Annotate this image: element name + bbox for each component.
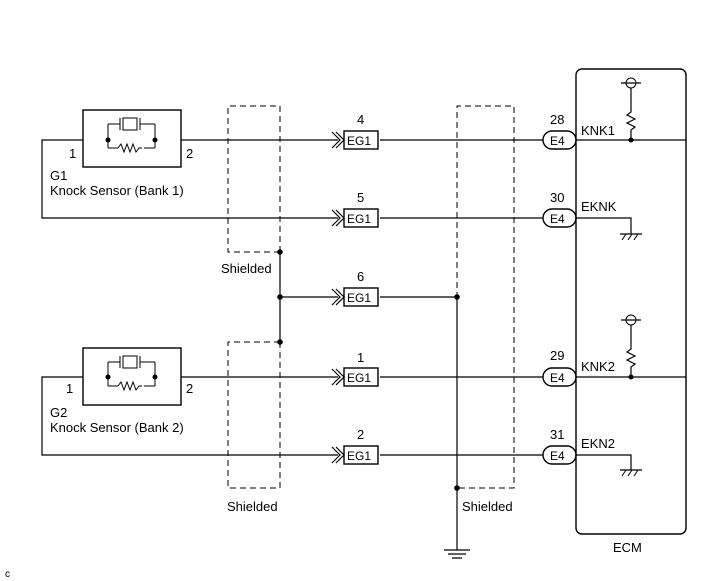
sensor-2-id: G2	[50, 405, 67, 420]
splice-dots	[277, 249, 460, 491]
ecm-terminal-knk2: KNK2	[581, 359, 615, 374]
e4-pin-number: 30	[550, 190, 564, 205]
eg1-label: EG1	[347, 371, 371, 385]
wire-eknk-a	[41, 139, 338, 219]
pullup-resistor-icon	[621, 77, 641, 143]
eg1-pin-number: 5	[357, 190, 364, 205]
ecm-terminal-ekn2: EKN2	[581, 436, 615, 451]
e4-pin-number: 29	[550, 348, 564, 363]
sensor-1-id: G1	[50, 168, 67, 183]
e4-connector-pin-28: E4 28	[542, 112, 577, 150]
chassis-ground-icon	[576, 454, 642, 477]
eg1-pin-number: 2	[357, 427, 364, 442]
sensor-1-body	[82, 109, 182, 168]
ground-icon	[444, 549, 470, 559]
knock-sensor-bank-1: 1 2 G1 Knock Sensor (Bank 1)	[50, 109, 193, 198]
corner-mark: c	[5, 569, 10, 580]
e4-label: E4	[550, 371, 565, 385]
eg1-connector-pin-4: EG1 4	[331, 112, 379, 150]
pullup-resistor-icon	[621, 314, 641, 380]
sensor-2-pin-right: 2	[186, 381, 193, 396]
eg1-connector-pin-5: EG1 5	[331, 190, 379, 228]
knock-sensor-bank-2: 1 2 G2 Knock Sensor (Bank 2)	[50, 347, 193, 435]
e4-pin-number: 28	[550, 112, 564, 127]
shield-label-1: Shielded	[221, 261, 272, 276]
e4-connector-pin-29: E4 29	[542, 348, 577, 387]
shield-boxes: Shielded Shielded Shielded	[221, 105, 515, 514]
e4-connector-pin-30: E4 30	[542, 190, 577, 228]
shield-box-1	[227, 105, 281, 253]
piezo-element-icon	[107, 355, 156, 392]
ecm-terminal-eknk: EKNK	[581, 199, 617, 214]
e4-connector-pin-31: E4 31	[542, 427, 577, 465]
eg1-label: EG1	[347, 212, 371, 226]
chassis-ground-icon	[576, 217, 642, 241]
eg1-connector-pin-2: EG1 2	[331, 427, 379, 465]
e4-label: E4	[550, 449, 565, 463]
sensor-1-pin-left: 1	[69, 146, 76, 161]
wire-ekn2-a	[41, 376, 338, 456]
eg1-label: EG1	[347, 134, 371, 148]
eg1-connector-pin-1: EG1 1	[331, 350, 379, 387]
e4-pin-number: 31	[550, 427, 564, 442]
sensor-2-body	[82, 347, 182, 406]
sensor-1-pin-right: 2	[186, 146, 193, 161]
eg1-label: EG1	[347, 291, 371, 305]
sensor-2-name: Knock Sensor (Bank 2)	[50, 420, 184, 435]
ecm-terminal-knk1: KNK1	[581, 123, 615, 138]
ecm-label: ECM	[613, 540, 642, 555]
shield-label-2: Shielded	[227, 499, 278, 514]
sensor-1-name: Knock Sensor (Bank 1)	[50, 183, 184, 198]
shield-box-2	[227, 341, 281, 489]
shield-box-3	[456, 105, 515, 489]
e4-label: E4	[550, 134, 565, 148]
eg1-label: EG1	[347, 449, 371, 463]
eg1-pin-number: 6	[357, 269, 364, 284]
sensor-2-pin-left: 1	[66, 381, 73, 396]
ecm-body	[575, 68, 687, 535]
shield-label-3: Shielded	[462, 499, 513, 514]
eg1-connector-pin-6: EG1 6	[331, 269, 379, 307]
eg1-pin-number: 4	[357, 112, 364, 127]
eg1-pin-number: 1	[357, 350, 364, 365]
e4-label: E4	[550, 212, 565, 226]
piezo-element-icon	[107, 117, 156, 154]
ecm-unit: ECM KNK1 EKNK KNK2 EKN2	[575, 68, 687, 555]
